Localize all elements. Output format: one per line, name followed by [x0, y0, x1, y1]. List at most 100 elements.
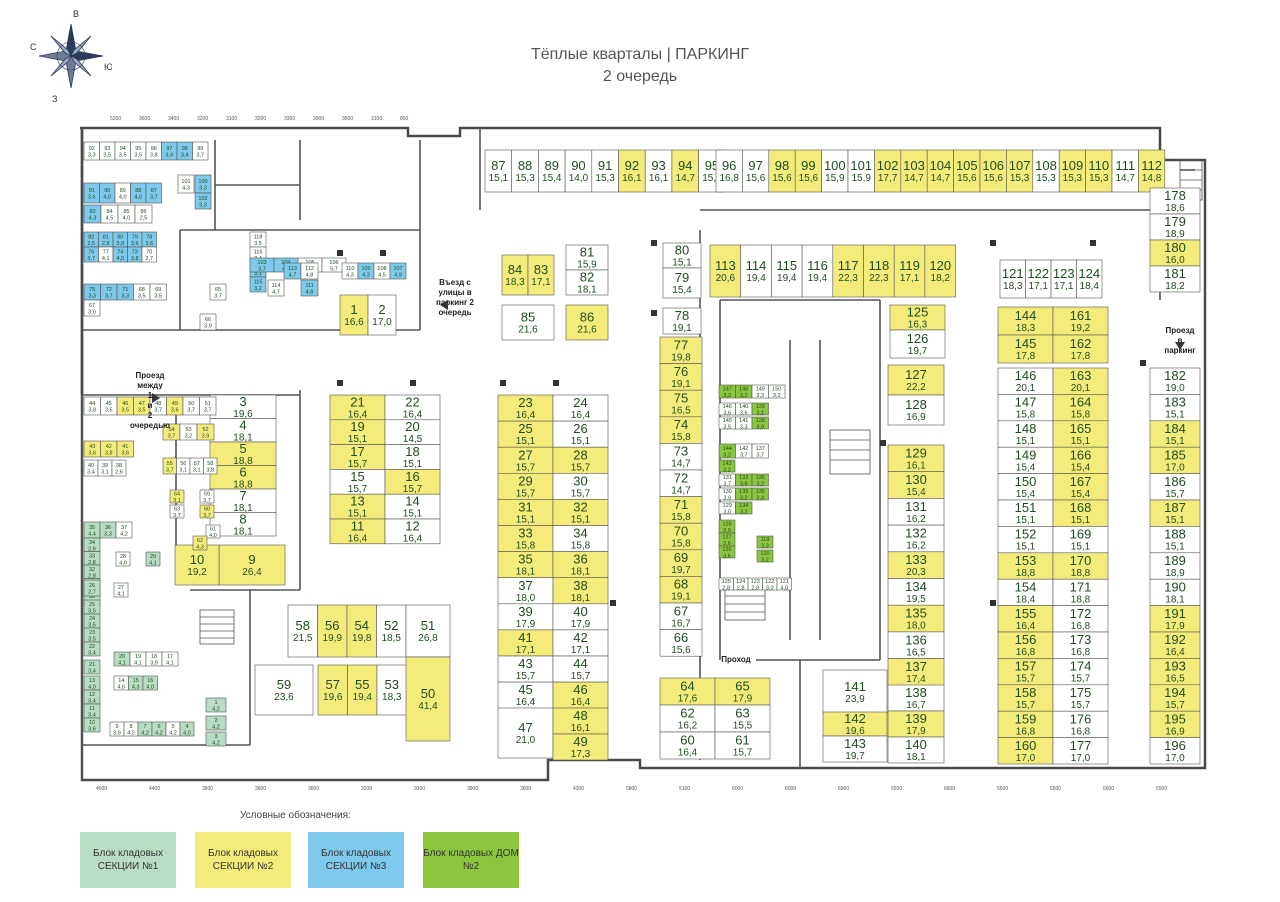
- parking-spot-box[interactable]: [384, 469, 441, 495]
- parking-spot-box[interactable]: [662, 267, 702, 299]
- parking-spot-7[interactable]: 718,1: [209, 488, 277, 514]
- parking-spot-box[interactable]: [659, 549, 703, 577]
- parking-spot-box[interactable]: [329, 469, 386, 495]
- parking-spot-box[interactable]: [662, 242, 702, 269]
- parking-spot-box[interactable]: [552, 499, 609, 526]
- parking-spot-box[interactable]: [367, 294, 397, 336]
- storage-unit-56[interactable]: 563,1: [176, 457, 191, 475]
- storage-unit-box[interactable]: [113, 582, 129, 598]
- parking-spot-box[interactable]: [1149, 684, 1201, 712]
- storage-unit-52[interactable]: 523,9: [196, 423, 215, 441]
- parking-spot-box[interactable]: [887, 604, 945, 633]
- parking-spot-box[interactable]: [887, 394, 945, 426]
- storage-unit-46[interactable]: 463,5: [116, 396, 134, 416]
- storage-unit-box[interactable]: [142, 675, 158, 691]
- storage-unit-87[interactable]: 873,7: [145, 182, 162, 204]
- storage-unit-90[interactable]: 904,0: [99, 182, 116, 204]
- storage-unit-box[interactable]: [177, 174, 195, 194]
- storage-unit-62[interactable]: 624,3: [192, 535, 208, 551]
- parking-spot-box[interactable]: [346, 604, 377, 658]
- storage-unit-box[interactable]: [756, 535, 774, 549]
- parking-spot-box[interactable]: [384, 444, 441, 470]
- parking-spot-box[interactable]: [329, 444, 386, 470]
- parking-spot-box[interactable]: [329, 394, 386, 421]
- parking-spot-box[interactable]: [209, 512, 277, 537]
- parking-spot-box[interactable]: [552, 394, 609, 422]
- parking-spot-box[interactable]: [552, 551, 609, 578]
- parking-spot-box[interactable]: [889, 329, 946, 359]
- storage-unit-box[interactable]: [751, 443, 769, 459]
- parking-spot-box[interactable]: [926, 149, 954, 193]
- storage-unit-box[interactable]: [735, 501, 753, 515]
- parking-spot-box[interactable]: [1085, 149, 1113, 193]
- parking-spot-box[interactable]: [659, 629, 703, 657]
- parking-spot-box[interactable]: [1052, 394, 1109, 422]
- storage-unit-88[interactable]: 884,0: [130, 182, 147, 204]
- parking-spot-box[interactable]: [997, 367, 1054, 395]
- parking-spot-box[interactable]: [1032, 149, 1060, 193]
- storage-unit-box[interactable]: [179, 721, 195, 737]
- parking-spot-box[interactable]: [821, 149, 849, 193]
- storage-unit-25[interactable]: 253,5: [83, 599, 101, 615]
- parking-spot-box[interactable]: [538, 149, 566, 193]
- storage-unit-box[interactable]: [149, 283, 167, 301]
- storage-unit-box[interactable]: [83, 641, 101, 657]
- storage-unit-box[interactable]: [267, 279, 285, 297]
- parking-spot-box[interactable]: [174, 544, 220, 586]
- storage-unit-box[interactable]: [300, 279, 319, 297]
- storage-unit-box[interactable]: [169, 504, 185, 519]
- parking-spot-box[interactable]: [1076, 259, 1103, 299]
- parking-spot-box[interactable]: [552, 655, 609, 683]
- parking-spot-box[interactable]: [1149, 526, 1201, 554]
- storage-unit-9[interactable]: 93,9: [109, 721, 125, 737]
- storage-unit-81[interactable]: 812,8: [98, 231, 114, 248]
- parking-spot-box[interactable]: [887, 551, 945, 579]
- storage-unit-15[interactable]: 154,3: [128, 675, 144, 691]
- parking-spot-box[interactable]: [1052, 658, 1109, 686]
- storage-unit-19[interactable]: 194,1: [129, 651, 147, 667]
- storage-unit-3[interactable]: 34,2: [205, 731, 227, 747]
